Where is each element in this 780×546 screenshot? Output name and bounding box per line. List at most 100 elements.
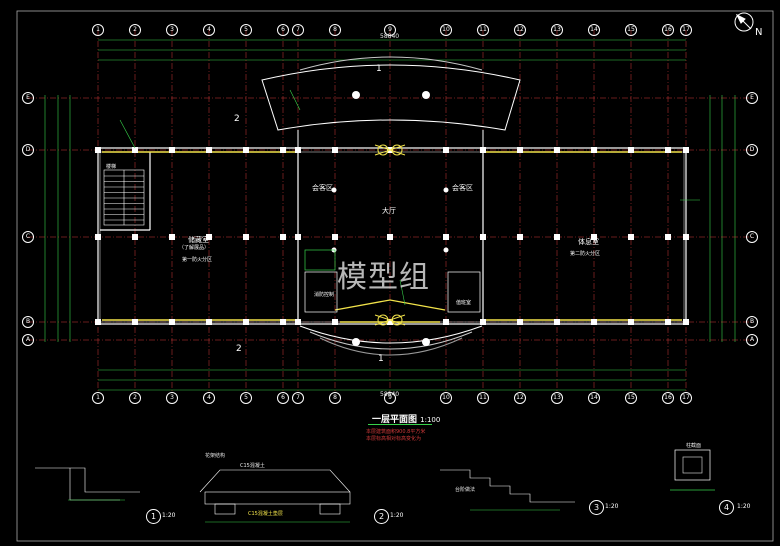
detail-2-label-left: 花架结构 xyxy=(205,453,226,459)
axis-bubble-top-5: 5 xyxy=(240,24,252,36)
detail-4-label: 柱截面 xyxy=(686,443,702,449)
detail-2-drawing xyxy=(199,469,351,523)
column-3-3 xyxy=(169,319,175,325)
axis-bubble-top-17: 17 xyxy=(680,24,692,36)
drawing-title-text: 一层平面图 xyxy=(372,415,418,425)
column-9-2 xyxy=(387,234,393,240)
annotation-leaders xyxy=(119,89,700,306)
column-8-3 xyxy=(332,319,338,325)
column-5-3 xyxy=(243,319,249,325)
axis-bubble-left-B: B xyxy=(22,316,34,328)
axis-bubble-bottom-16: 16 xyxy=(662,392,674,404)
axis-bubble-bottom-3: 3 xyxy=(166,392,178,404)
axis-bubble-top-9: 9 xyxy=(384,24,396,36)
column-6-1 xyxy=(280,147,286,153)
axis-bubble-bottom-6: 6 xyxy=(277,392,289,404)
column-14-1 xyxy=(591,147,597,153)
detail-1-drawing xyxy=(35,467,140,501)
room-label-reception-left: 会客区 xyxy=(312,184,333,192)
axis-bubble-left-C: C xyxy=(22,231,34,243)
west-stair xyxy=(103,169,145,226)
column-17-1 xyxy=(683,147,689,153)
detail-3-drawing xyxy=(440,469,575,511)
room-label-fire-zone-2: 第二防火分区 xyxy=(570,251,601,257)
drawing-title: 一层平面图 1:100 xyxy=(372,412,440,425)
bottom-total-dimension: 58840 xyxy=(380,391,400,398)
room-label-fire-zone-1: 第一防火分区 xyxy=(182,257,213,263)
room-label-exhibition-sub: （了解展品） xyxy=(179,245,210,251)
room-label-stair: 楼梯 xyxy=(106,164,117,170)
axis-bubble-left-E: E xyxy=(22,92,34,104)
axis-bubble-top-12: 12 xyxy=(514,24,526,36)
axis-bubble-left-D: D xyxy=(22,144,34,156)
column-10-1 xyxy=(443,147,449,153)
column-17-2 xyxy=(683,234,689,240)
column-4-3 xyxy=(206,319,212,325)
axis-bubble-top-14: 14 xyxy=(588,24,600,36)
column-4-1 xyxy=(206,147,212,153)
section-marker-top: 1 xyxy=(376,64,382,74)
axis-bubble-top-8: 8 xyxy=(329,24,341,36)
axis-bubble-bottom-8: 8 xyxy=(329,392,341,404)
column-2-1 xyxy=(132,147,138,153)
column-17-3 xyxy=(683,319,689,325)
column-5-2 xyxy=(243,234,249,240)
axis-bubble-top-4: 4 xyxy=(203,24,215,36)
axis-bubble-bottom-14: 14 xyxy=(588,392,600,404)
column-6-3 xyxy=(280,319,286,325)
column-6-2 xyxy=(280,234,286,240)
column-7-2 xyxy=(295,234,301,240)
column-14-3 xyxy=(591,319,597,325)
axis-bubble-top-16: 16 xyxy=(662,24,674,36)
axis-bubble-top-13: 13 xyxy=(551,24,563,36)
column-2-2 xyxy=(132,234,138,240)
watermark-text: 模型组 xyxy=(337,260,430,295)
axis-bubble-top-1: 1 xyxy=(92,24,104,36)
detail-4-scale: 1:20 xyxy=(737,503,751,510)
north-label: N xyxy=(755,27,763,38)
column-1-1 xyxy=(95,147,101,153)
column-10-2 xyxy=(443,234,449,240)
column-12-1 xyxy=(517,147,523,153)
axis-bubble-top-11: 11 xyxy=(477,24,489,36)
room-label-office-right: 值班室 xyxy=(456,300,472,306)
axis-bubble-top-15: 15 xyxy=(625,24,637,36)
room-label-exhibition: 储藏室 xyxy=(188,236,209,244)
column-8-1 xyxy=(332,147,338,153)
column-10-3 xyxy=(443,319,449,325)
top-total-dimension: 58840 xyxy=(380,33,400,40)
column-11-1 xyxy=(480,147,486,153)
south-entrance-steps xyxy=(299,299,483,356)
detail-3-number: 3 xyxy=(589,500,604,515)
axis-bubble-bottom-11: 11 xyxy=(477,392,489,404)
room-label-office-left: 消防控制 xyxy=(314,292,335,298)
detail-4-number: 4 xyxy=(719,500,734,515)
column-7-3 xyxy=(295,319,301,325)
axis-bubble-left-A: A xyxy=(22,334,34,346)
room-label-reception-right: 会客区 xyxy=(452,184,473,192)
detail-2-label-bottom: C15混凝土垫层 xyxy=(248,511,283,517)
column-11-2 xyxy=(480,234,486,240)
column-15-3 xyxy=(628,319,634,325)
column-4-2 xyxy=(206,234,212,240)
axis-bubble-bottom-4: 4 xyxy=(203,392,215,404)
drawing-scale: 1:100 xyxy=(420,416,441,424)
column-13-3 xyxy=(554,319,560,325)
column-16-2 xyxy=(665,234,671,240)
detail-2-number: 2 xyxy=(374,509,389,524)
north-arrow-icon xyxy=(734,12,754,32)
axis-bubble-bottom-7: 7 xyxy=(292,392,304,404)
detail-1-number: 1 xyxy=(146,509,161,524)
column-13-2 xyxy=(554,234,560,240)
axis-bubble-bottom-1: 1 xyxy=(92,392,104,404)
axis-bubble-right-B: B xyxy=(746,316,758,328)
drawing-border xyxy=(16,10,774,542)
column-3-1 xyxy=(169,147,175,153)
side-dimension-lines xyxy=(44,95,736,342)
axis-bubble-bottom-17: 17 xyxy=(680,392,692,404)
column-7-1 xyxy=(295,147,301,153)
axis-bubble-top-10: 10 xyxy=(440,24,452,36)
room-label-gym: 体息室 xyxy=(578,238,599,246)
drawing-note-1: 本层建筑面积900.8平方米 xyxy=(366,429,426,435)
